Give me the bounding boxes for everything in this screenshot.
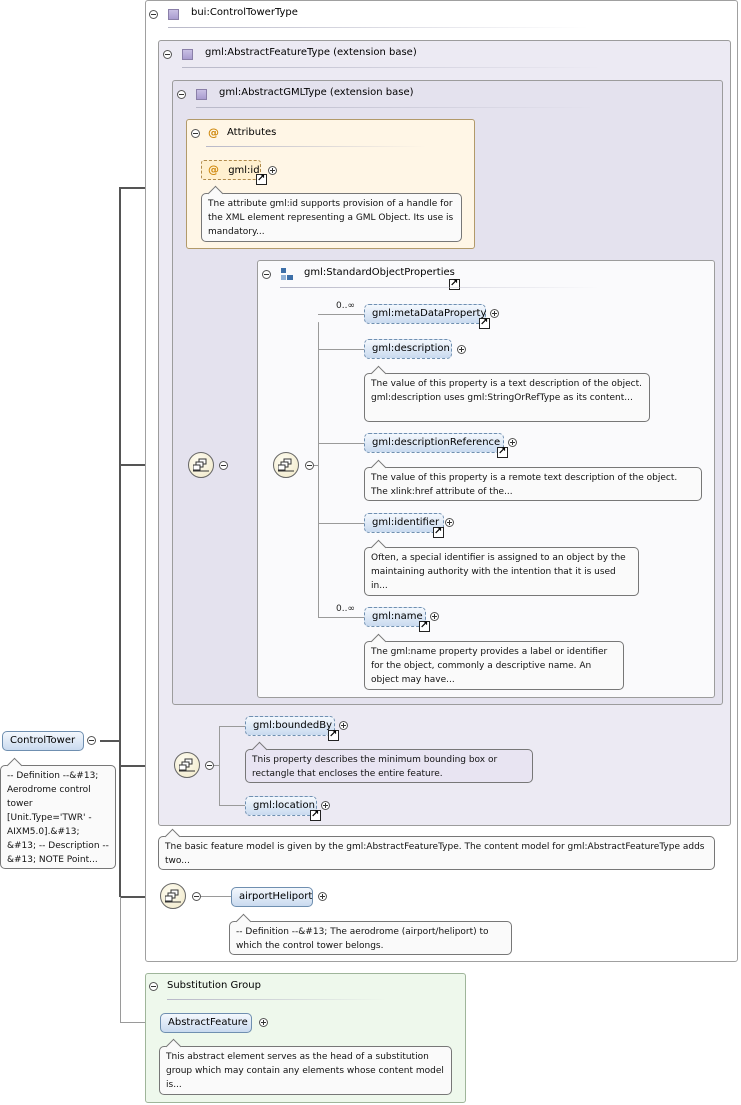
connector xyxy=(318,349,364,350)
type-icon xyxy=(182,49,193,60)
divider xyxy=(206,146,426,147)
link-arrow-icon[interactable] xyxy=(328,728,339,742)
name-element[interactable]: gml:name xyxy=(364,607,426,627)
attribute-icon: @ xyxy=(208,126,219,139)
type-icon xyxy=(196,89,207,100)
type-title: gml:AbstractFeatureType (extension base) xyxy=(205,47,417,58)
gml-id-doc: The attribute gml:id supports provision … xyxy=(201,193,462,242)
connector xyxy=(318,322,319,618)
cardinality-label: 0..∞ xyxy=(336,301,355,311)
control-tower-element[interactable]: ControlTower xyxy=(2,731,84,751)
divider xyxy=(168,27,588,28)
type-title: bui:ControlTowerType xyxy=(191,7,298,18)
connector xyxy=(314,465,319,466)
bounded-by-element[interactable]: gml:boundedBy xyxy=(245,716,335,736)
gml-id-attribute[interactable]: @ gml:id xyxy=(201,160,261,180)
expand-icon[interactable] xyxy=(321,801,330,810)
connector xyxy=(219,726,220,806)
collapse-icon[interactable] xyxy=(163,50,172,59)
link-arrow-icon[interactable] xyxy=(497,445,508,459)
connector xyxy=(214,765,220,766)
connector xyxy=(318,314,364,315)
bounded-by-doc: This property describes the minimum boun… xyxy=(245,749,533,783)
connector xyxy=(318,443,364,444)
description-reference-element[interactable]: gml:descriptionReference xyxy=(364,433,504,453)
airport-heliport-element[interactable]: airportHeliport xyxy=(231,887,313,907)
connector xyxy=(100,740,120,742)
expand-icon[interactable] xyxy=(445,518,454,527)
link-arrow-icon[interactable] xyxy=(479,316,490,330)
link-arrow-icon[interactable] xyxy=(433,525,444,539)
connector xyxy=(318,617,364,618)
type-title: gml:AbstractGMLType (extension base) xyxy=(219,87,414,98)
divider xyxy=(182,67,602,68)
sequence-icon[interactable] xyxy=(174,752,200,778)
attributes-header: @ Attributes xyxy=(208,126,276,139)
link-arrow-icon[interactable] xyxy=(449,277,460,291)
link-arrow-icon[interactable] xyxy=(310,808,321,822)
divider xyxy=(196,107,596,108)
identifier-doc: Often, a special identifier is assigned … xyxy=(364,547,639,596)
description-reference-doc: The value of this property is a remote t… xyxy=(364,467,702,501)
collapse-icon[interactable] xyxy=(149,10,158,19)
group-title: gml:StandardObjectProperties xyxy=(304,267,455,278)
expand-icon[interactable] xyxy=(508,438,517,447)
link-arrow-icon[interactable] xyxy=(419,619,430,633)
name-doc: The gml:name property provides a label o… xyxy=(364,641,624,690)
expand-icon[interactable] xyxy=(430,612,439,621)
collapse-icon[interactable] xyxy=(262,270,271,279)
airport-heliport-doc: -- Definition --&#13; The aerodrome (air… xyxy=(229,921,512,955)
expand-icon[interactable] xyxy=(490,309,499,318)
attribute-icon: @ xyxy=(208,163,219,176)
connector xyxy=(219,805,245,806)
collapse-icon[interactable] xyxy=(177,90,186,99)
connector xyxy=(201,896,231,897)
attributes-title: Attributes xyxy=(227,127,277,138)
connector xyxy=(120,896,160,898)
abstract-feature-doc: This abstract element serves as the head… xyxy=(159,1046,452,1095)
expand-icon[interactable] xyxy=(318,892,327,901)
expand-icon[interactable] xyxy=(259,1018,268,1027)
identifier-element[interactable]: gml:identifier xyxy=(364,513,444,533)
link-arrow-icon[interactable] xyxy=(256,172,267,186)
sequence-icon[interactable] xyxy=(273,452,299,478)
sequence-icon[interactable] xyxy=(160,883,186,909)
substitution-group-title: Substitution Group xyxy=(167,980,261,991)
collapse-icon[interactable] xyxy=(305,461,314,470)
sequence-icon[interactable] xyxy=(188,452,214,478)
collapse-icon[interactable] xyxy=(192,892,201,901)
abstract-feature-element[interactable]: AbstractFeature xyxy=(160,1013,252,1033)
collapse-icon[interactable] xyxy=(149,982,158,991)
collapse-icon[interactable] xyxy=(205,761,214,770)
group-icon xyxy=(281,268,294,281)
connector xyxy=(119,187,121,897)
connector xyxy=(318,523,364,524)
expand-icon[interactable] xyxy=(268,166,277,175)
divider xyxy=(167,999,387,1000)
meta-data-property-element[interactable]: gml:metaDataProperty xyxy=(364,304,486,324)
collapse-icon[interactable] xyxy=(219,461,228,470)
feature-type-doc: The basic feature model is given by the … xyxy=(158,836,715,870)
connector xyxy=(120,1022,160,1023)
collapse-icon[interactable] xyxy=(87,736,96,745)
divider xyxy=(280,287,600,288)
collapse-icon[interactable] xyxy=(191,129,200,138)
control-tower-doc: -- Definition --&#13; Aerodrome control … xyxy=(0,765,116,869)
cardinality-label: 0..∞ xyxy=(336,604,355,614)
connector xyxy=(120,897,121,1022)
connector xyxy=(219,726,245,727)
location-element[interactable]: gml:location xyxy=(245,796,317,816)
expand-icon[interactable] xyxy=(339,721,348,730)
description-doc: The value of this property is a text des… xyxy=(364,373,650,422)
type-icon xyxy=(168,9,179,20)
description-element[interactable]: gml:description xyxy=(364,339,452,359)
expand-icon[interactable] xyxy=(457,345,466,354)
